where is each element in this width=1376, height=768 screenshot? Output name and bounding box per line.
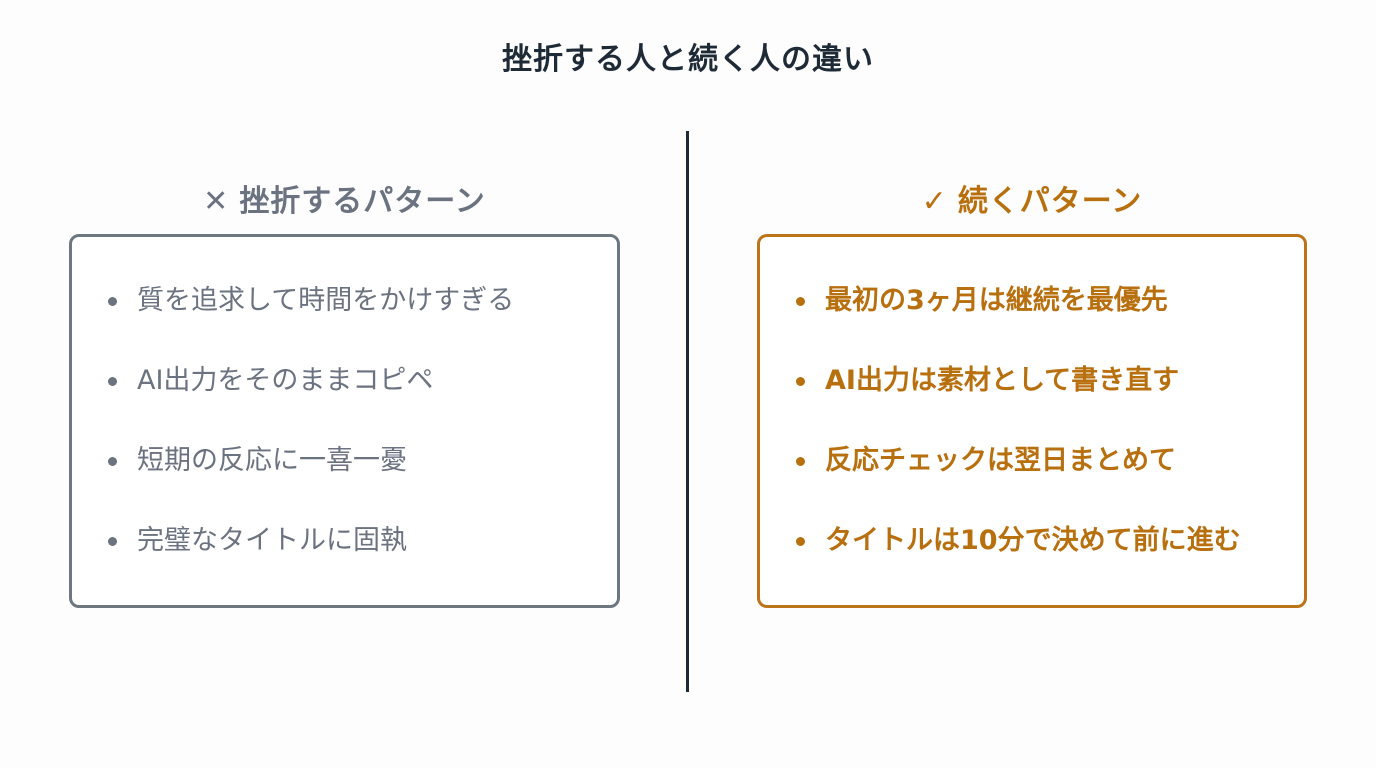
success-pattern-heading-label: 続くパターン bbox=[957, 184, 1143, 219]
bullet-icon bbox=[108, 377, 117, 386]
bullet-icon bbox=[796, 457, 805, 466]
cross-icon: ✕ bbox=[203, 184, 230, 219]
success-pattern-box: 最初の3ヶ月は継続を最優先 AI出力は素材として書き直す 反応チェックは翌日まと… bbox=[757, 234, 1307, 608]
fail-pattern-heading: ✕ 挫折するパターン bbox=[69, 176, 620, 220]
list-item: AI出力をそのままコピペ bbox=[108, 363, 514, 443]
list-item: AI出力は素材として書き直す bbox=[796, 363, 1241, 443]
bullet-icon bbox=[796, 377, 805, 386]
list-item: 最初の3ヶ月は継続を最優先 bbox=[796, 283, 1241, 363]
list-item-text: 短期の反応に一喜一憂 bbox=[137, 445, 407, 476]
success-pattern-list: 最初の3ヶ月は継続を最優先 AI出力は素材として書き直す 反応チェックは翌日まと… bbox=[796, 283, 1241, 603]
list-item: 短期の反応に一喜一憂 bbox=[108, 443, 514, 523]
fail-pattern-heading-label: 挫折するパターン bbox=[239, 184, 486, 219]
list-item-text: タイトルは10分で決めて前に進む bbox=[825, 525, 1241, 556]
fail-pattern-box: 質を追求して時間をかけすぎる AI出力をそのままコピペ 短期の反応に一喜一憂 完… bbox=[69, 234, 620, 608]
bullet-icon bbox=[796, 297, 805, 306]
page-title: 挫折する人と続く人の違い bbox=[502, 42, 874, 77]
list-item: 質を追求して時間をかけすぎる bbox=[108, 283, 514, 363]
list-item: 完璧なタイトルに固執 bbox=[108, 523, 514, 603]
vertical-divider bbox=[686, 131, 689, 692]
check-icon: ✓ bbox=[921, 184, 948, 219]
list-item-text: AI出力をそのままコピペ bbox=[137, 365, 434, 396]
list-item: 反応チェックは翌日まとめて bbox=[796, 443, 1241, 523]
bullet-icon bbox=[796, 537, 805, 546]
list-item-text: AI出力は素材として書き直す bbox=[825, 365, 1180, 396]
success-pattern-heading: ✓ 続くパターン bbox=[757, 176, 1307, 220]
list-item-text: 最初の3ヶ月は継続を最優先 bbox=[825, 285, 1168, 316]
fail-pattern-list: 質を追求して時間をかけすぎる AI出力をそのままコピペ 短期の反応に一喜一憂 完… bbox=[108, 283, 514, 603]
list-item-text: 質を追求して時間をかけすぎる bbox=[137, 285, 515, 316]
list-item-text: 反応チェックは翌日まとめて bbox=[825, 445, 1176, 476]
bullet-icon bbox=[108, 297, 117, 306]
bullet-icon bbox=[108, 457, 117, 466]
bullet-icon bbox=[108, 537, 117, 546]
list-item: タイトルは10分で決めて前に進む bbox=[796, 523, 1241, 603]
list-item-text: 完璧なタイトルに固執 bbox=[137, 525, 407, 556]
